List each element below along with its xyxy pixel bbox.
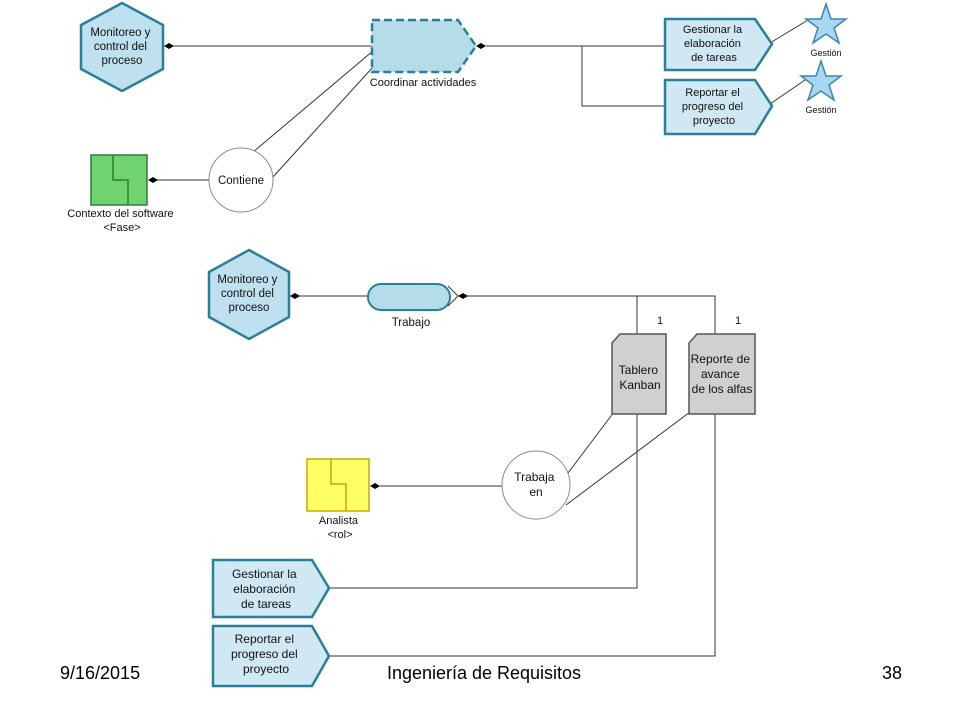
- circle-label: Contiene: [218, 175, 264, 187]
- page-number: 38: [882, 663, 902, 683]
- connector-line: [460, 295, 716, 336]
- top-diagram: Monitoreo y control del proceso Coordina…: [67, 1, 849, 234]
- task-gestionar[interactable]: Gestionar la elaboración de tareas: [211, 558, 331, 619]
- role-label: Analista <rol>: [319, 515, 361, 541]
- star-label: Gestión: [810, 48, 841, 58]
- aggregation-diamond: [164, 43, 174, 49]
- task-reportar[interactable]: Reportar el progreso del proyecto: [211, 624, 331, 688]
- phase-element[interactable]: Contexto del software <Fase>: [67, 154, 176, 234]
- work-product[interactable]: Trabajo: [367, 283, 451, 329]
- role-element[interactable]: Analista <rol>: [306, 458, 370, 541]
- star-icon: Gestión: [798, 58, 844, 115]
- connector-line: [328, 414, 716, 657]
- aggregation-diamond: [458, 293, 468, 299]
- connector-line: [245, 44, 381, 159]
- footer-title: Ingeniería de Requisitos: [387, 663, 581, 683]
- task-reportar[interactable]: Reportar el progreso del proyecto: [663, 78, 774, 136]
- works-in-circle[interactable]: Trabaja en: [501, 450, 571, 520]
- connector-line: [769, 77, 809, 105]
- work-label: Trabajo: [392, 317, 431, 329]
- task-label: Gestionar la elaboración de tareas: [683, 24, 745, 64]
- aggregation-diamond: [290, 293, 300, 299]
- doc-reporte-avance[interactable]: Reporte de avance de los alfas: [688, 333, 756, 415]
- multiplicity-label: 1: [657, 315, 663, 327]
- multiplicity-label: 1: [735, 315, 741, 327]
- connector-line: [769, 19, 809, 44]
- task-gestionar[interactable]: Gestionar la elaboración de tareas: [663, 17, 774, 72]
- task-label: Reportar el progreso del proyecto: [682, 87, 746, 127]
- star-icon: Gestión: [803, 1, 849, 58]
- connector-line: [565, 411, 691, 506]
- connector-line: [581, 46, 665, 107]
- doc-label: Reporte de avance de los alfas: [691, 352, 754, 396]
- task-label: Reportar el progreso del proyecto: [231, 632, 301, 676]
- activity-label: Coordinar actividades: [370, 77, 477, 89]
- aggregation-diamond: [370, 483, 380, 489]
- doc-tablero-kanban[interactable]: Tablero Kanban: [611, 333, 667, 415]
- connector-line: [567, 411, 615, 474]
- star-label: Gestión: [805, 105, 836, 115]
- task-label: Gestionar la elaboración de tareas: [232, 567, 300, 611]
- doc-label: Tablero Kanban: [619, 363, 662, 392]
- contains-circle[interactable]: Contiene: [208, 147, 274, 213]
- connector-line: [328, 414, 638, 589]
- activity-coordinar[interactable]: Coordinar actividades: [370, 18, 478, 89]
- aggregation-diamond: [148, 177, 158, 183]
- aggregation-diamond: [476, 43, 486, 49]
- phase-label: Contexto del software <Fase>: [67, 208, 176, 234]
- circle-label: Trabaja en: [514, 470, 558, 499]
- hexagon-label: Monitoreo y control del proceso: [90, 27, 153, 67]
- process-hexagon[interactable]: Monitoreo y control del proceso: [207, 248, 291, 341]
- bottom-diagram: Monitoreo y control del proceso Trabajo …: [207, 248, 756, 688]
- footer-date: 9/16/2015: [60, 663, 140, 683]
- process-hexagon[interactable]: Monitoreo y control del proceso: [79, 1, 165, 93]
- slide-footer: 9/16/2015 Ingeniería de Requisitos 38: [60, 663, 902, 683]
- hexagon-label: Monitoreo y control del proceso: [217, 274, 280, 314]
